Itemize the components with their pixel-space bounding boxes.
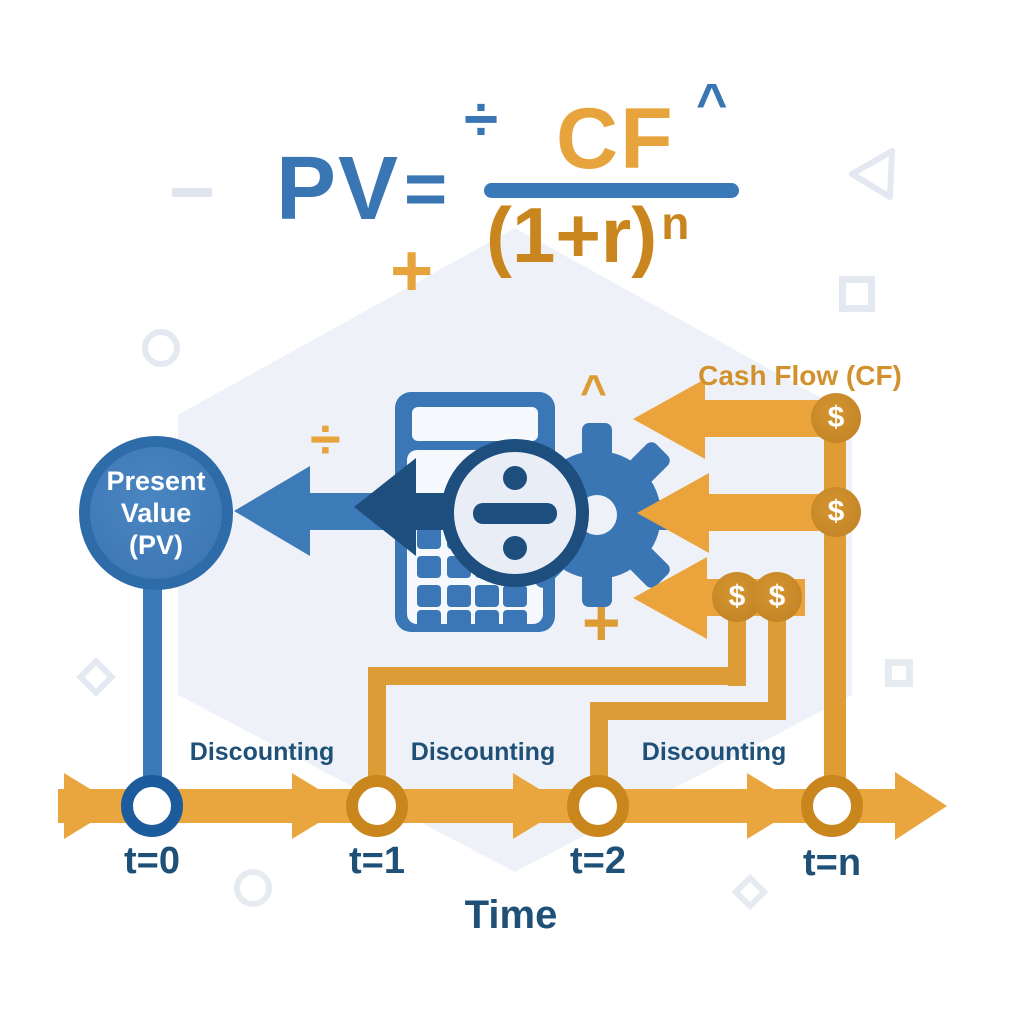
denominator-exponent: n [661,197,690,249]
tick-label-t2: t=2 [570,840,626,882]
circle-decoration [234,869,272,907]
tick-label-t1: t=1 [349,840,405,882]
tick-label-tn: t=n [802,842,862,884]
discounting-label: Discounting [641,738,787,766]
square-decoration [839,276,875,312]
discounting-label: Discounting [410,738,556,766]
dollar-coin: $ [811,393,861,443]
dollar-coin: $ [811,487,861,537]
caret-icon: ^ [580,365,607,417]
timeline-arrowhead [895,772,947,840]
cashflow-connector-t2 [768,608,786,720]
formula-equals: = [404,147,448,230]
diamond-decoration [731,873,769,911]
formula-denominator: (1+r) n [486,196,689,274]
cashflow-connector-t1 [728,608,746,686]
divide-icon: ÷ [464,85,499,154]
timeline-node-tn [801,775,863,837]
denominator-base: (1+r) [486,191,658,279]
dollar-coin: $ [752,572,802,622]
time-axis-label: Time [464,893,558,937]
dollar-sign: $ [827,401,845,434]
cash-flow-label: Cash Flow (CF) [698,360,902,391]
formula-numerator: CF [556,91,675,187]
dollar-sign: $ [728,580,746,613]
diamond-decoration [76,657,116,697]
cashflow-connector-t1 [368,667,386,808]
present-value-node: Present Value (PV) [79,436,233,590]
dollar-sign: $ [768,580,786,613]
dollar-coin: $ [712,572,762,622]
timeline-arrowhead [292,773,346,839]
timeline-arrowhead [747,773,801,839]
dollar-sign: $ [827,495,845,528]
timeline-node-t1 [346,775,408,837]
divide-bar [473,503,557,524]
square-decoration [885,659,913,687]
timeline-node-t2 [567,775,629,837]
divide-magnifier-icon [441,439,589,587]
pv-label-line: (PV) [129,530,183,560]
dash-decoration [172,188,212,197]
divide-icon: ÷ [310,407,341,470]
divide-dot [503,466,527,490]
pv-label-line: Present [106,466,206,496]
timeline-node-t0 [121,775,183,837]
pv-timeline-connector [143,580,162,808]
timeline-arrowhead [64,773,118,839]
caret-icon: ^ [696,73,728,133]
triangle-decoration [849,148,895,200]
pv-label-line: Value [120,498,192,528]
discounting-label: Discounting [189,738,335,766]
tick-label-t0: t=0 [124,840,180,882]
cashflow-connector-t2 [590,702,786,720]
formula-pv: PV [276,139,401,239]
circle-decoration [142,329,180,367]
cashflow-connector-t1 [368,667,746,685]
plus-icon: + [390,229,434,312]
calculator-display [412,407,538,441]
divide-dot [503,536,527,560]
fraction-bar [484,183,739,198]
